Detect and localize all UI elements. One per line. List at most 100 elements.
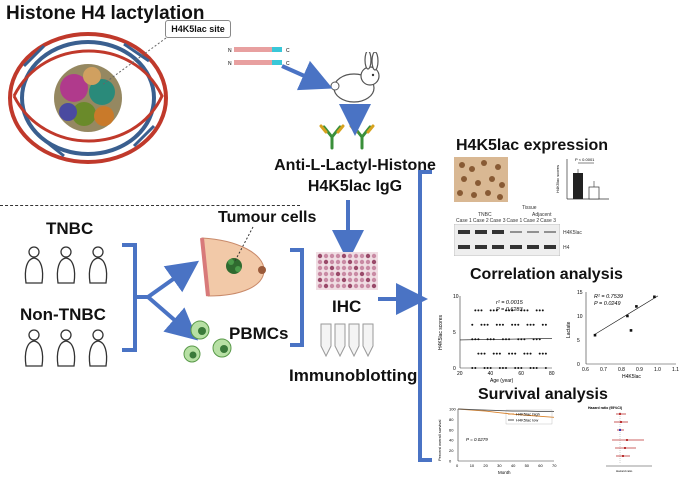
scatter-point xyxy=(514,367,517,369)
scatter-point xyxy=(538,309,541,312)
x-tick-label: 20 xyxy=(457,371,463,377)
ihc-core xyxy=(371,265,377,271)
scatter-point xyxy=(508,352,511,355)
ihc-core xyxy=(323,271,329,277)
ihc-core xyxy=(323,253,329,259)
scatter-point xyxy=(529,323,532,326)
ihc-core xyxy=(317,283,323,289)
x-tick-label: 60 xyxy=(518,371,524,377)
y-tick-label: 0 xyxy=(577,362,580,368)
y-tick-label: 40 xyxy=(449,438,454,443)
ihc-core xyxy=(341,265,347,271)
tnbc-people-icons xyxy=(24,246,108,284)
ihc-core xyxy=(323,259,329,265)
scatter-point xyxy=(492,352,495,355)
scatter-point xyxy=(498,352,501,355)
scatter-point xyxy=(541,323,544,326)
ihc-core xyxy=(347,265,353,271)
ihc-core xyxy=(335,259,341,265)
forest-header: Hazard ratio (95%CI) xyxy=(588,406,622,410)
scatter-point xyxy=(629,329,633,332)
ihc-core xyxy=(329,277,335,283)
ihc-core xyxy=(359,277,365,283)
immunoblotting-label: Immunoblotting xyxy=(289,366,418,385)
ihc-core xyxy=(341,259,347,265)
scatter-point xyxy=(505,309,507,312)
p-annotation: P = 0.0249 xyxy=(594,301,621,307)
scatter-point xyxy=(544,323,547,326)
y-tick-label: 10 xyxy=(453,294,459,300)
ihc-core xyxy=(323,283,329,289)
ihc-core xyxy=(317,259,323,265)
wb-band2: H4 xyxy=(563,245,570,251)
wb-tnbc-group: TNBC xyxy=(478,212,492,218)
ihc-core xyxy=(347,283,353,289)
scatter-point xyxy=(495,309,498,312)
y-axis-label: Percent overall survival xyxy=(437,420,442,461)
scatter-point xyxy=(508,309,511,312)
antibody-title-1: Anti-L-Lactyl-Histone xyxy=(274,157,436,174)
ihc-core xyxy=(317,265,323,271)
wb-lane: Case 1 xyxy=(456,218,472,224)
peptide-n1: N xyxy=(228,48,232,54)
r2-annotation: r² = 0.0015 xyxy=(496,300,524,306)
callout-line xyxy=(101,37,167,86)
ihc-core xyxy=(347,253,353,259)
ihc-core xyxy=(329,283,335,289)
x-tick-label: 30 xyxy=(497,463,502,468)
ihc-core xyxy=(365,277,371,283)
x-tick-label: 0.6 xyxy=(582,367,589,373)
peptide-c1: C xyxy=(286,48,290,54)
scatter-point xyxy=(523,309,526,312)
ihc-core xyxy=(371,253,377,259)
antibody-title-2: H4K5lac IgG xyxy=(307,178,403,195)
ihc-core xyxy=(347,259,353,265)
ihc-core xyxy=(323,277,329,283)
nucleosome-image xyxy=(8,32,168,164)
ihc-core xyxy=(335,265,341,271)
scatter-point xyxy=(532,367,535,369)
x-tick-label: 40 xyxy=(488,371,494,377)
non-tnbc-label: Non-TNBC xyxy=(20,305,106,324)
x-tick-label: 80 xyxy=(549,371,555,377)
scatter-point xyxy=(544,367,547,369)
ihc-micrograph xyxy=(454,157,508,202)
correlation-title: Correlation analysis xyxy=(470,266,623,283)
site-callout: H4K5lac site xyxy=(165,20,231,38)
ihc-core xyxy=(341,271,347,277)
scatter-point xyxy=(511,352,514,355)
ihc-core xyxy=(353,277,359,283)
ihc-core xyxy=(365,253,371,259)
scatter-point xyxy=(483,323,486,326)
y-tick-label: 100 xyxy=(449,407,456,412)
scatter-point xyxy=(511,309,514,312)
ihc-core xyxy=(353,283,359,289)
ihc-core xyxy=(353,259,359,265)
ihc-core xyxy=(341,277,347,283)
scatter-point xyxy=(520,367,523,369)
ihc-core xyxy=(371,271,377,277)
y-tick-label: 60 xyxy=(449,427,454,432)
p-annotation: P = 0.6283 xyxy=(496,307,523,313)
wb-lane: Case 2 xyxy=(472,218,489,224)
ihc-core xyxy=(353,271,359,277)
ihc-core xyxy=(359,271,365,277)
bar-tnbc xyxy=(573,173,583,199)
ihc-core xyxy=(317,253,323,259)
pbmc-cells-icon xyxy=(183,320,232,363)
wb-lane: Case 1 xyxy=(506,218,523,224)
p-annotation: P = 0.0279 xyxy=(466,437,488,442)
ihc-core xyxy=(365,271,371,277)
scatter-point xyxy=(529,367,532,369)
y-tick-label: 0 xyxy=(449,459,452,464)
bar-adjacent xyxy=(588,186,600,200)
tumour-label: Tumour cells xyxy=(218,209,317,226)
scatter-point xyxy=(489,309,492,312)
scatter-point xyxy=(477,352,480,355)
peptide-c2: C xyxy=(286,61,290,67)
ihc-core xyxy=(359,283,365,289)
r2-annotation: R² = 0.7539 xyxy=(594,294,623,300)
x-axis-label: H4K5lac xyxy=(622,374,641,380)
scatter-point xyxy=(526,309,529,312)
scatter-point xyxy=(541,352,544,355)
